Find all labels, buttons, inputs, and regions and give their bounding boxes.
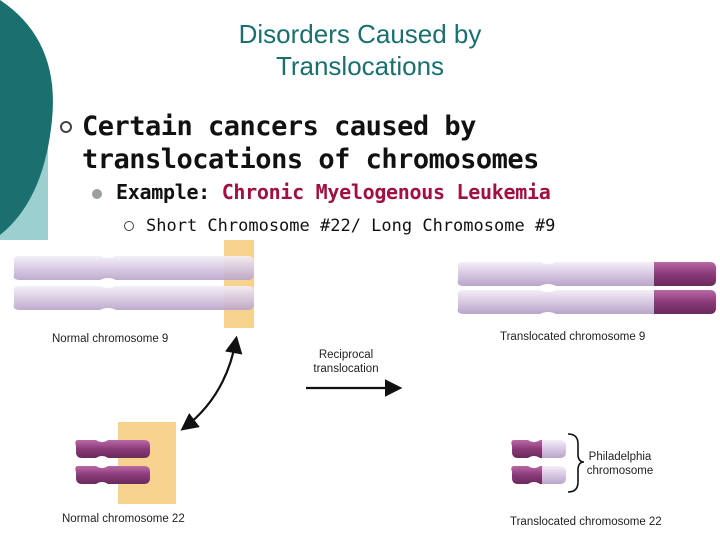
highlight-band-22 (118, 422, 176, 504)
philadelphia-brace (567, 433, 585, 493)
bullet-2-text: Example: Chronic Myelogenous Leukemia (116, 180, 551, 204)
bullet-1-line-2: translocations of chromosomes (82, 144, 539, 175)
label-translocated-chromosome-9: Translocated chromosome 9 (500, 331, 646, 343)
translocated-9-dark-top (654, 262, 716, 286)
label-reciprocal-line-1: Reciprocal (318, 349, 374, 361)
label-reciprocal-translocation: Reciprocal translocation (300, 348, 392, 376)
label-philadelphia-line-2: chromosome (586, 465, 654, 477)
chromosome-22-chromatid-bottom (75, 466, 150, 484)
bullet-2-prefix: Example: (116, 180, 210, 204)
chromosome-9-chromatid-top (13, 256, 254, 280)
translocated-9-dark-bottom (654, 290, 716, 314)
bullet-2-highlight: Chronic Myelogenous Leukemia (221, 180, 551, 204)
philadelphia-chromosome (511, 433, 585, 493)
label-normal-chromosome-9: Normal chromosome 9 (52, 333, 169, 345)
translocated-9-light-bottom (457, 290, 654, 314)
philadelphia-light-top (542, 440, 566, 458)
bullet-ring-small-icon (124, 221, 134, 231)
label-reciprocal-line-2: translocation (313, 363, 379, 375)
translocated-9-light-top (457, 262, 654, 286)
bullet-1-text: Certain cancers caused by translocations… (82, 110, 539, 176)
page-title: Disorders Caused by Translocations (140, 18, 580, 82)
bullet-1-line-1: Certain cancers caused by (82, 111, 476, 142)
bullet-3-text: Short Chromosome #22/ Long Chromosome #9 (146, 216, 556, 236)
bullet-dot-icon (92, 189, 102, 199)
label-philadelphia-line-1: Philadelphia (588, 451, 652, 463)
normal-chromosome-9 (13, 240, 254, 328)
philadelphia-dark-bottom (511, 466, 542, 484)
exchange-arrow (180, 335, 243, 431)
slide-decoration (0, 0, 53, 240)
normal-chromosome-22 (75, 422, 176, 504)
philadelphia-light-bottom (542, 466, 566, 484)
label-normal-chromosome-22: Normal chromosome 22 (62, 513, 185, 525)
chromosome-9-chromatid-bottom (13, 286, 254, 310)
label-translocated-chromosome-22: Translocated chromosome 22 (510, 516, 662, 528)
translocated-chromosome-9 (457, 262, 716, 314)
philadelphia-dark-top (511, 440, 542, 458)
highlight-band (224, 240, 254, 328)
chromosome-22-chromatid-top (75, 440, 150, 458)
title-line-2: Translocations (275, 51, 445, 81)
title-line-1: Disorders Caused by (238, 19, 482, 49)
label-philadelphia-chromosome: Philadelphia chromosome (582, 450, 658, 478)
bullet-ring-icon (60, 121, 72, 133)
